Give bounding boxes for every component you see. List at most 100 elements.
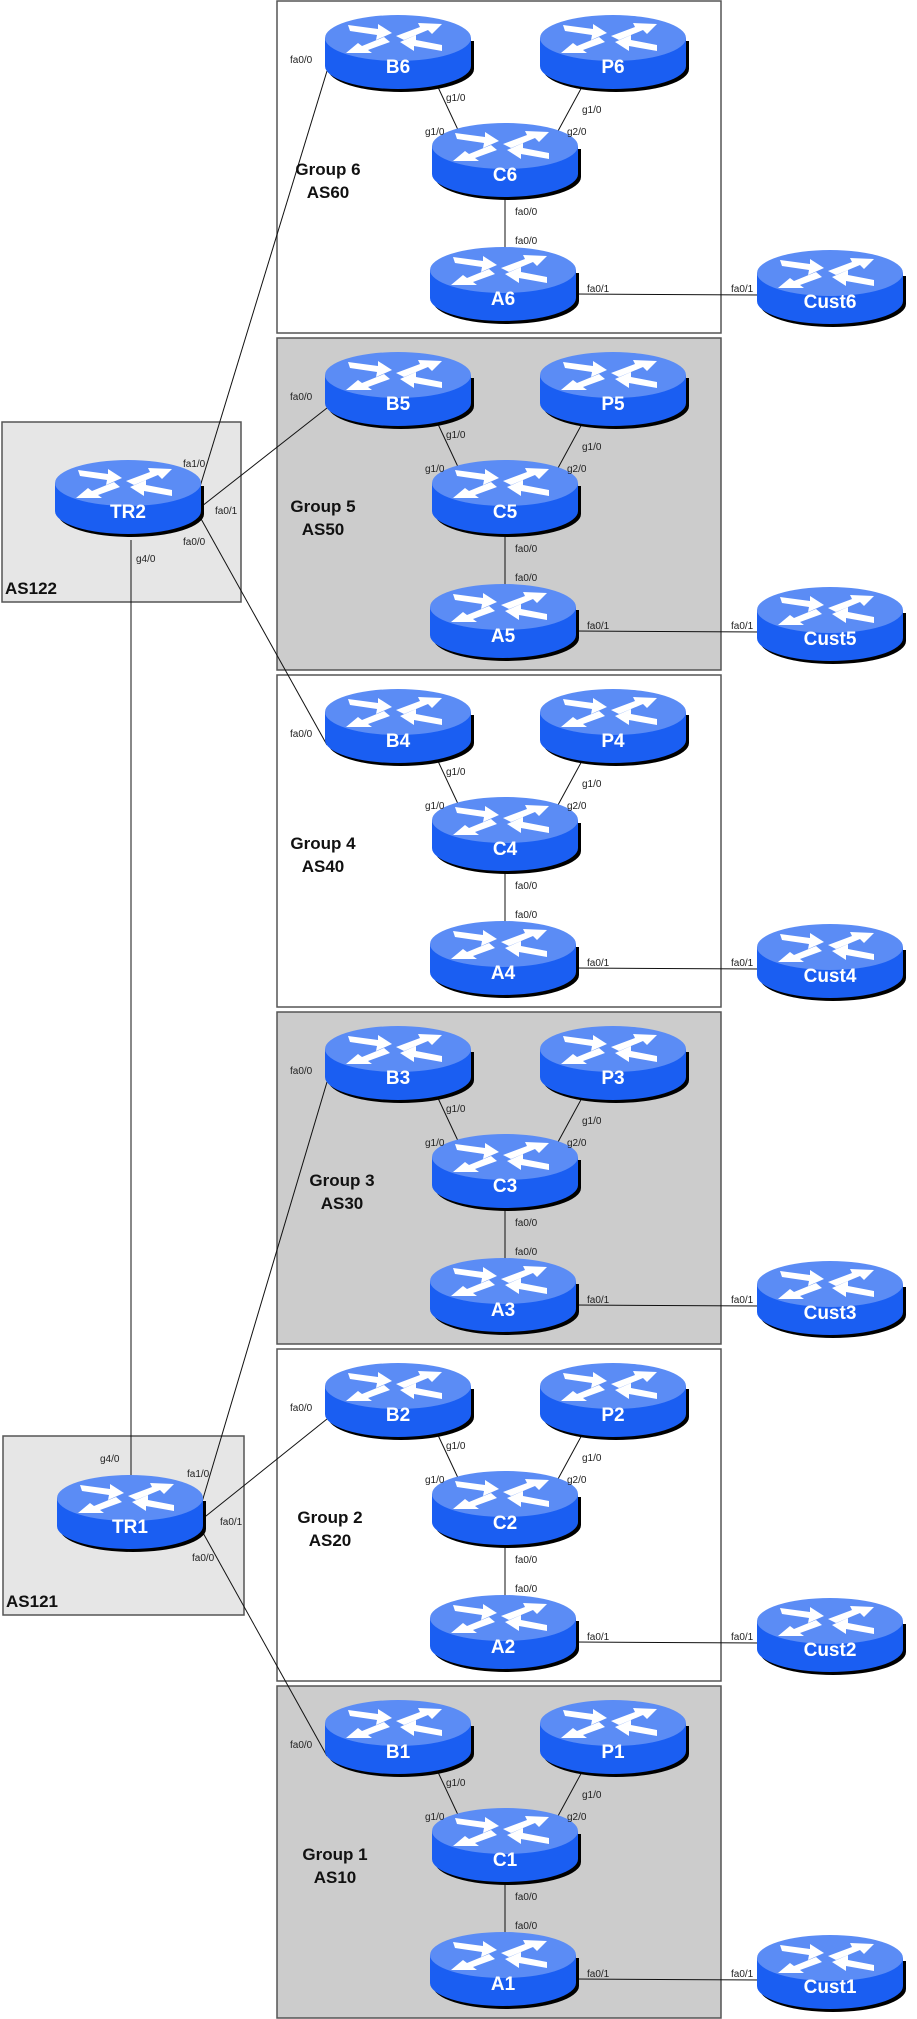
router-label: B2 [386, 1405, 410, 1426]
router-label: B1 [386, 1742, 411, 1763]
router-label: P1 [601, 1742, 625, 1763]
router-top [430, 1932, 576, 1978]
router-label: A4 [491, 963, 516, 984]
iface-label: g1/0 [582, 1790, 602, 1801]
link-tr2-b6 [198, 70, 328, 491]
router-cust3[interactable]: Cust3 [757, 1261, 906, 1338]
router-a4[interactable]: A4 [430, 921, 579, 998]
iface-label: g1/0 [446, 1441, 466, 1452]
iface-label: fa0/0 [515, 1892, 538, 1903]
router-top [432, 797, 578, 843]
iface-label: g2/0 [567, 1138, 587, 1149]
router-cust1[interactable]: Cust1 [757, 1935, 906, 2012]
router-label: P2 [601, 1405, 624, 1426]
iface-label: fa0/1 [731, 621, 754, 632]
iface-label: fa0/0 [290, 729, 313, 740]
router-arrows-icon [453, 1816, 549, 1846]
iface-label: fa1/0 [187, 1469, 210, 1480]
group-name-label: Group 2 [297, 1508, 362, 1527]
router-label: Cust4 [804, 966, 857, 987]
router-p4[interactable]: P4 [540, 689, 689, 766]
link-p1-c1 [557, 1769, 584, 1817]
router-c6[interactable]: C6 [432, 123, 581, 200]
iface-label: fa0/0 [515, 910, 538, 921]
router-top [540, 1026, 686, 1072]
labels-layer: AS122AS121g4/0g4/0fa1/0fa0/1fa0/0fa1/0fa… [5, 55, 754, 1980]
router-top [757, 1598, 903, 1644]
router-arrows-icon [561, 360, 657, 390]
router-c2[interactable]: C2 [432, 1471, 581, 1548]
router-top [432, 123, 578, 169]
router-label: C2 [493, 1513, 517, 1534]
group-name-label: Group 6 [295, 160, 360, 179]
router-p3[interactable]: P3 [540, 1026, 689, 1103]
iface-label: fa0/1 [587, 1969, 610, 1980]
router-c5[interactable]: C5 [432, 460, 581, 537]
link-a3-cust3 [574, 1304, 763, 1307]
iface-label: fa0/1 [731, 958, 754, 969]
router-c1[interactable]: C1 [432, 1808, 581, 1885]
router-label: P4 [601, 731, 625, 752]
iface-label: fa0/0 [515, 1584, 538, 1595]
router-cust6[interactable]: Cust6 [757, 250, 906, 327]
router-arrows-icon [346, 1034, 442, 1064]
router-p2[interactable]: P2 [540, 1363, 689, 1440]
router-top [325, 689, 471, 735]
router-arrows-icon [346, 1708, 442, 1738]
iface-label: g1/0 [446, 93, 466, 104]
router-b5[interactable]: B5 [325, 352, 474, 429]
router-top [430, 584, 576, 630]
router-top [325, 352, 471, 398]
router-arrows-icon [561, 697, 657, 727]
router-cust5[interactable]: Cust5 [757, 587, 906, 664]
router-a3[interactable]: A3 [430, 1258, 579, 1335]
iface-label: fa0/1 [731, 284, 754, 295]
iface-label: g2/0 [567, 127, 587, 138]
iface-label: g1/0 [425, 464, 445, 475]
router-top [325, 1026, 471, 1072]
router-arrows-icon [561, 23, 657, 53]
router-a6[interactable]: A6 [430, 247, 579, 324]
router-cust2[interactable]: Cust2 [757, 1598, 906, 1675]
router-label: B4 [386, 731, 411, 752]
router-a5[interactable]: A5 [430, 584, 579, 661]
link-a4-cust4 [574, 967, 763, 970]
router-b2[interactable]: B2 [325, 1363, 474, 1440]
router-tr1[interactable]: TR1 [57, 1475, 206, 1552]
router-label: C5 [493, 502, 518, 523]
router-a2[interactable]: A2 [430, 1595, 579, 1672]
router-p6[interactable]: P6 [540, 15, 689, 92]
link-tr2-b4 [199, 516, 328, 746]
router-b4[interactable]: B4 [325, 689, 474, 766]
iface-label: g1/0 [446, 430, 466, 441]
iface-label: g1/0 [582, 105, 602, 116]
link-p2-c2 [557, 1432, 584, 1480]
router-label: A2 [491, 1637, 515, 1658]
router-arrows-icon [778, 595, 874, 625]
router-a1[interactable]: A1 [430, 1932, 579, 2009]
router-p1[interactable]: P1 [540, 1700, 689, 1777]
router-label: C6 [493, 165, 517, 186]
router-arrows-icon [453, 131, 549, 161]
router-c3[interactable]: C3 [432, 1134, 581, 1211]
router-c4[interactable]: C4 [432, 797, 581, 874]
router-arrows-icon [346, 360, 442, 390]
router-b6[interactable]: B6 [325, 15, 474, 92]
router-arrows-icon [346, 1371, 442, 1401]
router-tr2[interactable]: TR2 [55, 460, 204, 537]
router-p5[interactable]: P5 [540, 352, 689, 429]
router-arrows-icon [453, 1479, 549, 1509]
router-arrows-icon [451, 929, 547, 959]
link-p3-c3 [557, 1095, 584, 1143]
router-cust4[interactable]: Cust4 [757, 924, 906, 1001]
iface-label: g2/0 [567, 464, 587, 475]
group-as-label: AS10 [314, 1868, 357, 1887]
group-as-label: AS20 [309, 1531, 352, 1550]
link-b1-c1 [436, 1769, 460, 1818]
router-label: P5 [601, 394, 625, 415]
router-b3[interactable]: B3 [325, 1026, 474, 1103]
router-top [757, 1261, 903, 1307]
iface-label: fa0/0 [290, 392, 313, 403]
router-b1[interactable]: B1 [325, 1700, 474, 1777]
